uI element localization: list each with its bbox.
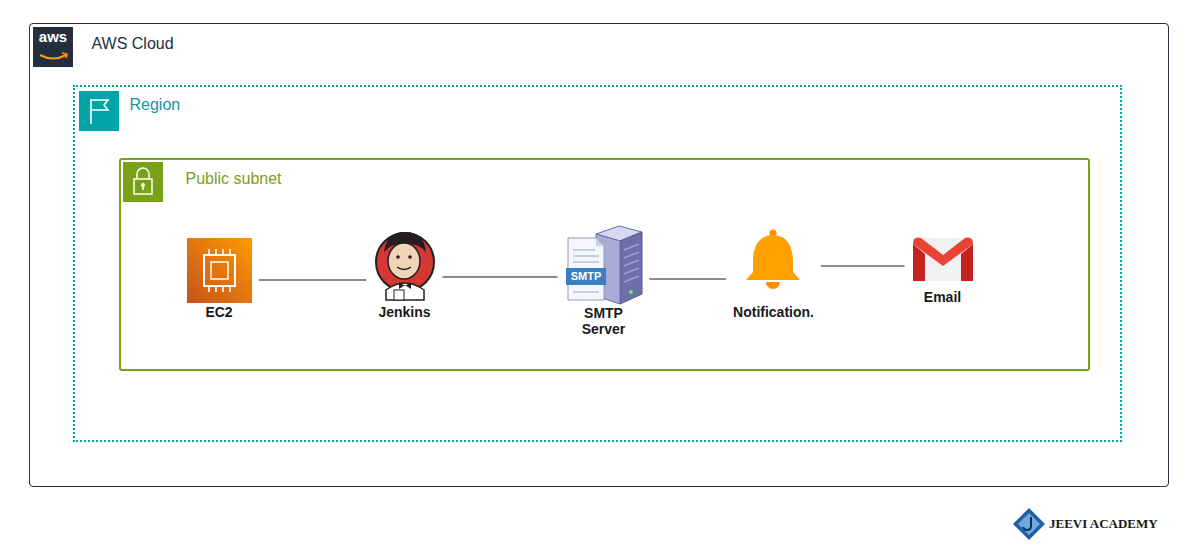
region-flag-icon-part bbox=[79, 91, 119, 131]
ec2-node: EC2 bbox=[184, 238, 254, 322]
jenkins-icon bbox=[376, 232, 434, 300]
gmail-icon bbox=[913, 238, 973, 281]
connector-line bbox=[821, 265, 905, 267]
subnet-lock-icon-part bbox=[137, 168, 149, 179]
smtp-server-icon-part bbox=[629, 290, 633, 294]
subnet-container: Public subnetEC2 Jenkins SMTP Server Notifi… bbox=[119, 158, 1090, 371]
academy-logo-part bbox=[1023, 517, 1031, 530]
ec2-icon-part bbox=[204, 255, 235, 286]
connector-line bbox=[259, 279, 367, 281]
jenkins-icon-part bbox=[399, 282, 411, 289]
region-flag-icon-part bbox=[91, 99, 108, 124]
academy-logo-part bbox=[1018, 513, 1040, 535]
node-label: EC2 bbox=[205, 304, 232, 320]
notification-bell-icon bbox=[746, 230, 800, 290]
node-label: Email bbox=[924, 289, 961, 305]
region-container: RegionPublic subnetEC2 Jenkins SMTP Server… bbox=[73, 85, 1122, 442]
container-title: AWS Cloud bbox=[92, 34, 174, 54]
container-title: Public subnet bbox=[186, 169, 282, 189]
connector-line bbox=[443, 276, 558, 278]
cloud-container: AWS CloudRegionPublic subnetEC2 Jenkins SM… bbox=[29, 23, 1169, 487]
node-label: SMTP Server bbox=[569, 305, 639, 337]
smtp-server-icon-part bbox=[620, 232, 642, 304]
subnet-lock-icon-part bbox=[142, 186, 144, 190]
smtp-server-icon-part bbox=[566, 268, 606, 285]
aws-logo-part bbox=[40, 55, 66, 59]
subnet-lock-icon-part bbox=[123, 162, 163, 202]
watermark: JEEVI ACADEMY bbox=[1049, 516, 1189, 532]
aws-logo bbox=[33, 27, 73, 67]
jenkins-icon-part bbox=[396, 255, 400, 259]
connector-line bbox=[650, 278, 727, 280]
gmail-icon-part bbox=[913, 238, 973, 266]
node-label: Jenkins bbox=[378, 304, 430, 320]
jenkins-icon-part bbox=[397, 267, 411, 270]
jenkins-icon-part bbox=[408, 255, 412, 259]
notification-node: Notification. bbox=[731, 231, 816, 322]
jenkins-icon-part bbox=[388, 243, 420, 279]
ec2-icon-part bbox=[211, 262, 228, 279]
smtp-server-icon bbox=[566, 226, 642, 304]
ec2-icon-part bbox=[187, 238, 252, 303]
gmail-icon-part bbox=[913, 238, 973, 281]
jenkins-icon-part bbox=[386, 283, 424, 300]
ec2-icon-part bbox=[198, 210, 241, 292]
smtp-server-icon-part bbox=[624, 244, 639, 282]
notification-bell-icon-part bbox=[746, 235, 800, 280]
ec2-icon bbox=[187, 210, 252, 303]
aws-logo-part bbox=[33, 27, 73, 67]
node-label: Notification. bbox=[733, 304, 814, 320]
academy-logo-part bbox=[1013, 508, 1045, 540]
region-flag-icon bbox=[79, 91, 119, 131]
icon-text: SMTP bbox=[566, 269, 606, 283]
jenkins-node: Jenkins bbox=[372, 230, 438, 322]
container-title: Region bbox=[130, 95, 181, 115]
email-node: Email bbox=[910, 236, 976, 307]
subnet-lock-icon-part bbox=[134, 179, 152, 194]
aws-logo-part bbox=[62, 53, 67, 58]
subnet-lock-icon bbox=[123, 162, 163, 202]
logo-text: aws bbox=[33, 28, 73, 46]
smtp-server-icon-part bbox=[596, 238, 604, 246]
jenkins-icon-part bbox=[394, 290, 404, 300]
notification-bell-icon-part bbox=[766, 282, 780, 289]
academy-logo bbox=[1013, 508, 1045, 540]
